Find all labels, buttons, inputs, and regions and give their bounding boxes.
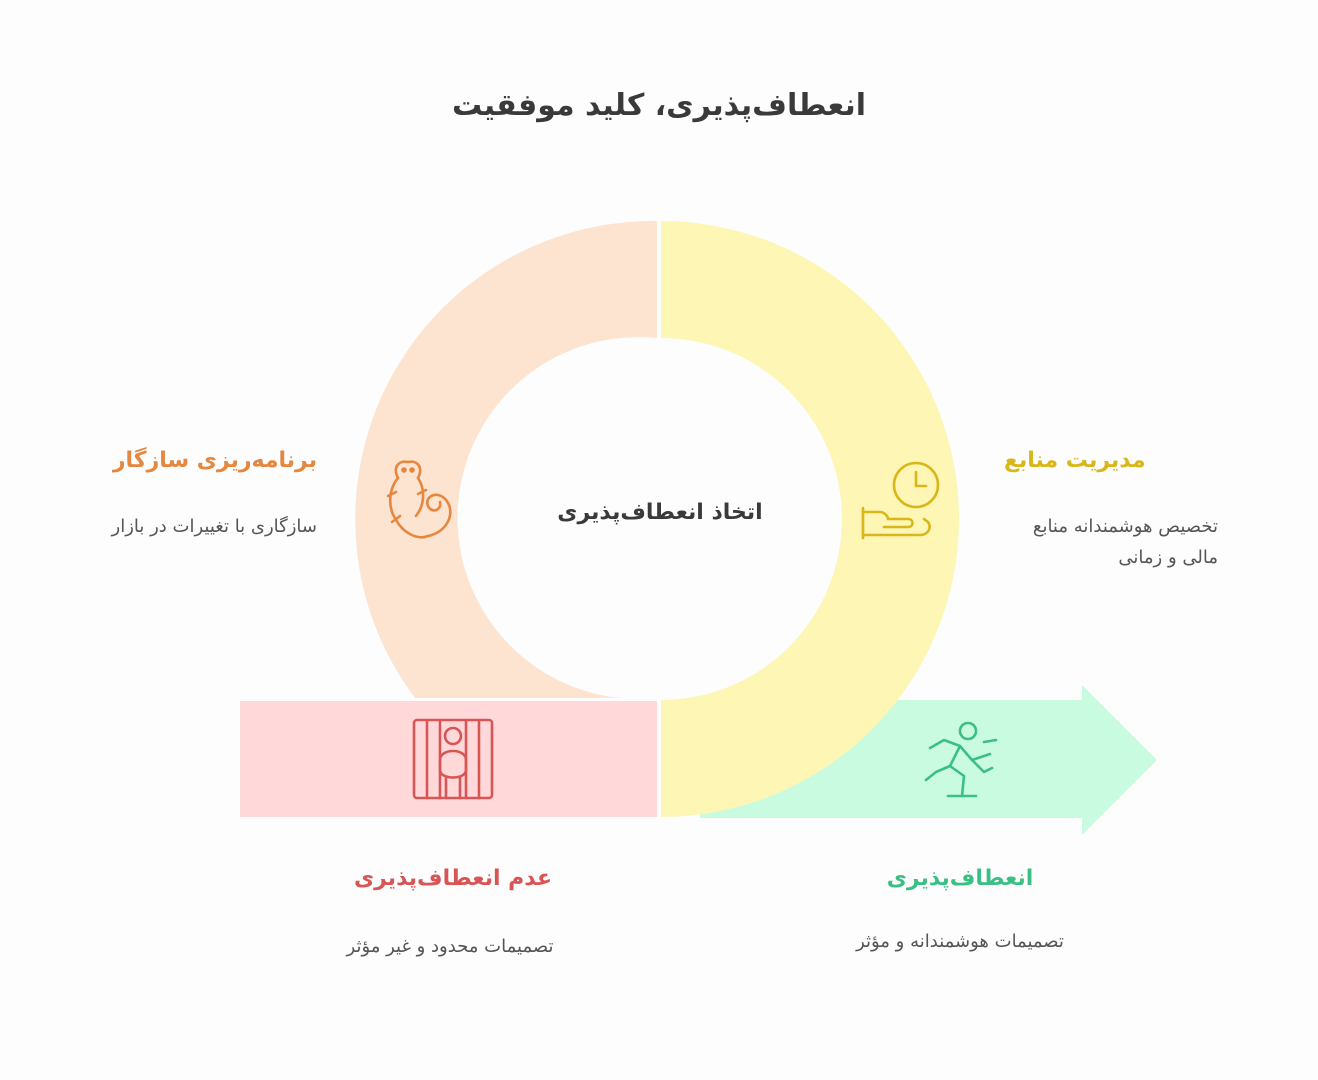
flexibility-description: تصمیمات هوشمندانه و مؤثر: [856, 931, 1064, 952]
hand-clock-icon: [861, 461, 940, 540]
running-person-icon: [924, 721, 998, 798]
resource-management-description: تخصیص هوشمندانه منابع مالی و زمانی: [1032, 516, 1218, 568]
center-label: اتخاذ انعطاف‌پذیری: [557, 500, 763, 525]
resource-management-arc: [661, 221, 959, 817]
adaptive-planning-arc: [355, 220, 657, 698]
inflexibility-block: [240, 701, 657, 817]
adaptive-planning-description: سازگاری با تغییرات در بازار: [111, 516, 318, 537]
chameleon-icon: [386, 460, 452, 539]
inflexibility-description: تصمیمات محدود و غیر مؤثر: [346, 936, 554, 957]
prisoner-icon: [412, 718, 494, 800]
resource-management-heading: مدیریت منابع: [1004, 448, 1146, 473]
adaptive-planning-heading: برنامه‌ریزی سازگار: [112, 448, 317, 473]
diagram-title: انعطاف‌پذیری، کلید موفقیت: [451, 88, 866, 123]
flexibility-heading: انعطاف‌پذیری: [886, 866, 1034, 891]
inflexibility-heading: عدم انعطاف‌پذیری: [353, 866, 553, 891]
